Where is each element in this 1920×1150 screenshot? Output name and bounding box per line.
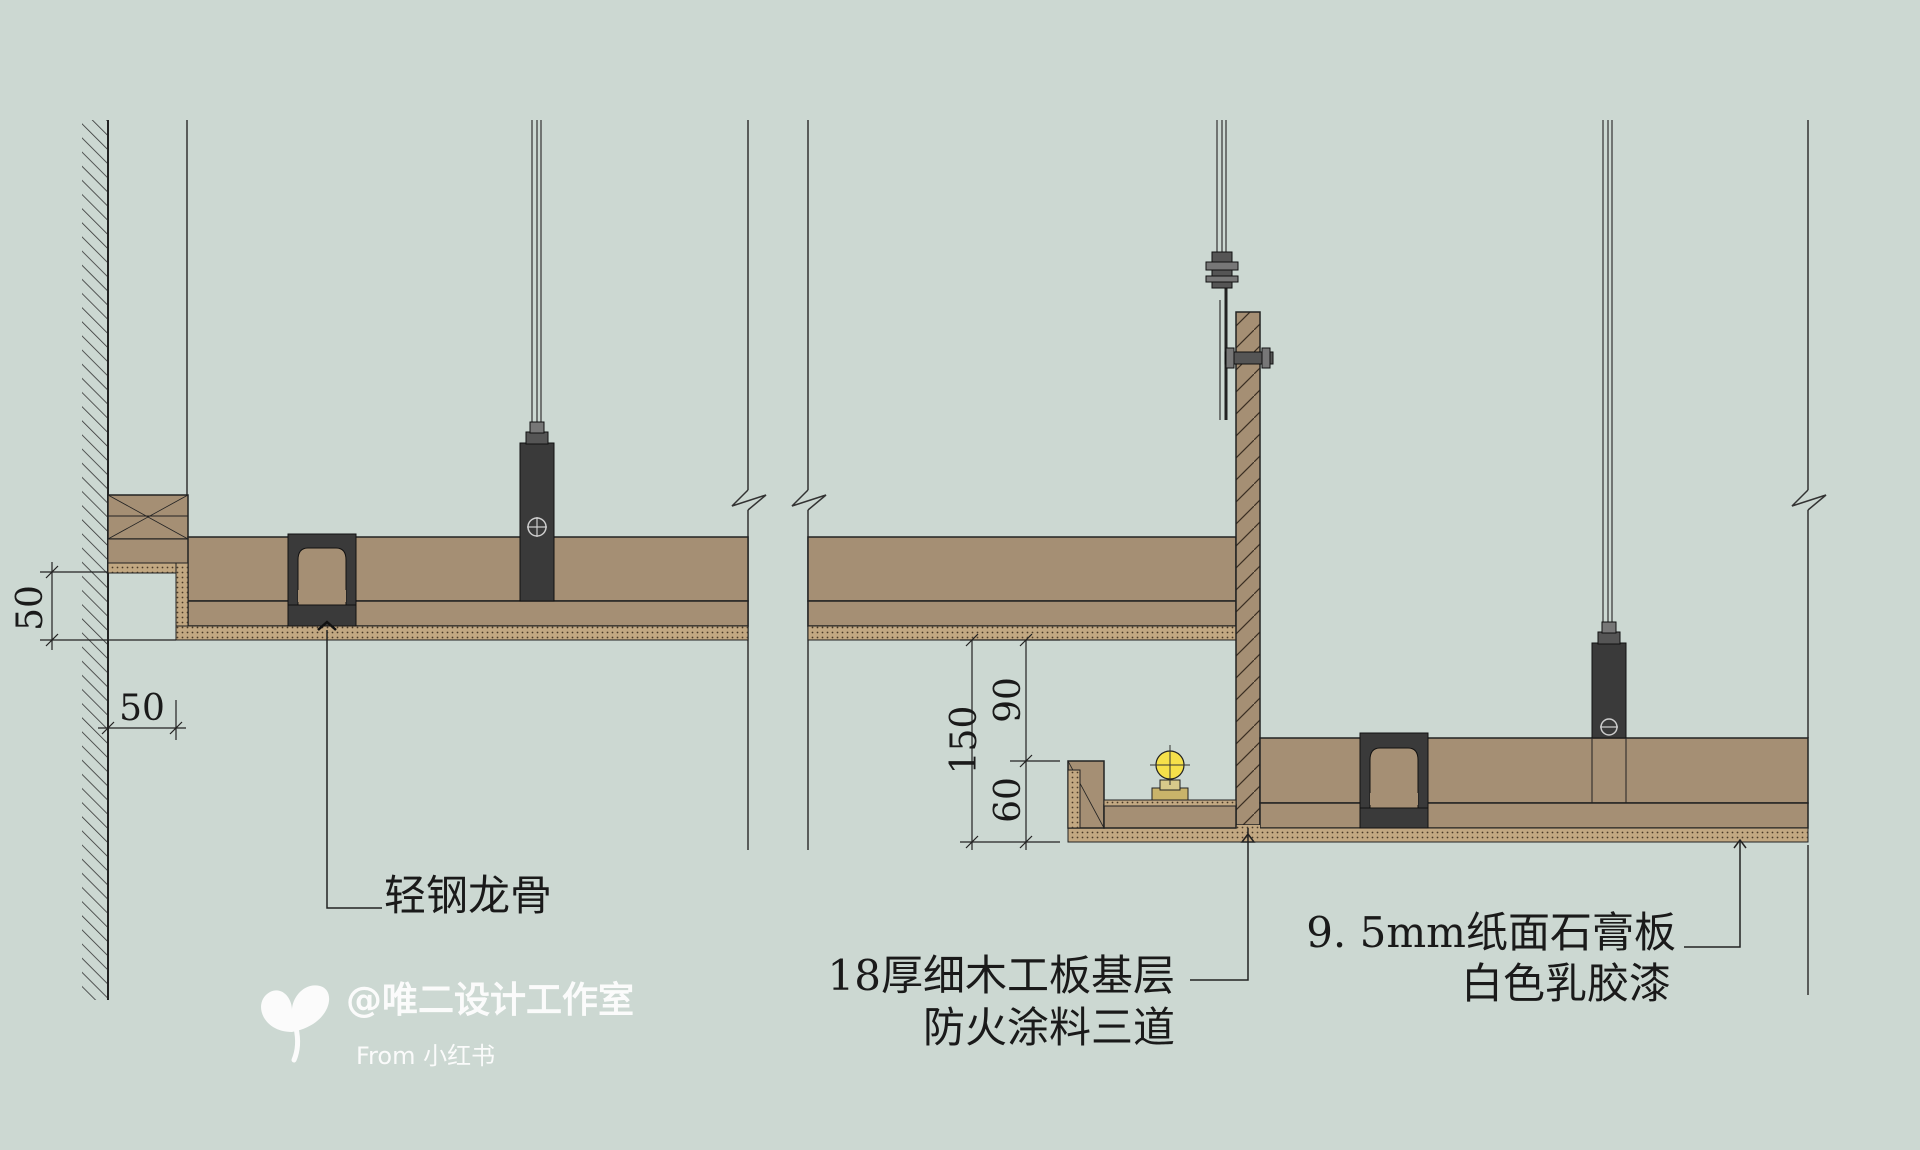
watermark-source: From 小红书 bbox=[356, 1042, 495, 1070]
bracket-bolts bbox=[1205, 251, 1274, 420]
dim-step-lower: 60 bbox=[988, 777, 1029, 823]
light-steel-keel-lower bbox=[1359, 732, 1429, 829]
lower-ceiling-right bbox=[1067, 737, 1809, 843]
callout-leaders bbox=[326, 630, 1747, 981]
label-light-steel-keel: 轻钢龙骨 bbox=[384, 871, 552, 920]
dim-step-total: 150 bbox=[944, 706, 985, 775]
reference-lines bbox=[186, 120, 1827, 995]
watermark-handle: @唯二设计工作室 bbox=[346, 980, 634, 1021]
label-gypsum-board: 9. 5mm纸面石膏板 bbox=[1306, 908, 1676, 957]
callout-labels: 轻钢龙骨 18厚细木工板基层 防火涂料三道 9. 5mm纸面石膏板 白色乳胶漆 bbox=[384, 871, 1676, 1052]
light-trough bbox=[1067, 760, 1237, 829]
watermark: @唯二设计工作室 From 小红书 bbox=[261, 980, 634, 1070]
dim-wall-horizontal: 50 bbox=[119, 688, 165, 729]
upper-ceiling-middle bbox=[807, 536, 1237, 641]
label-latex-paint: 白色乳胶漆 bbox=[1461, 959, 1671, 1008]
upper-ceiling-left bbox=[107, 494, 749, 641]
label-blockboard: 18厚细木工板基层 bbox=[828, 951, 1175, 1000]
blockboard-base-layer bbox=[1235, 311, 1261, 826]
light-fixture bbox=[1150, 745, 1190, 801]
dimension-lines bbox=[40, 562, 1060, 850]
label-fireproof-coating: 防火涂料三道 bbox=[923, 1003, 1175, 1052]
sprout-logo-icon bbox=[261, 985, 330, 1063]
hanger-lower bbox=[1591, 621, 1627, 803]
hanger-upper bbox=[519, 421, 555, 602]
light-steel-keel-upper bbox=[287, 533, 357, 631]
dimension-labels: 50 50 150 90 60 bbox=[10, 585, 1029, 823]
structural-wall bbox=[82, 120, 109, 1000]
dim-step-upper: 90 bbox=[988, 677, 1029, 723]
suspension-rods bbox=[531, 120, 1613, 625]
dim-wall-vertical: 50 bbox=[10, 585, 51, 631]
